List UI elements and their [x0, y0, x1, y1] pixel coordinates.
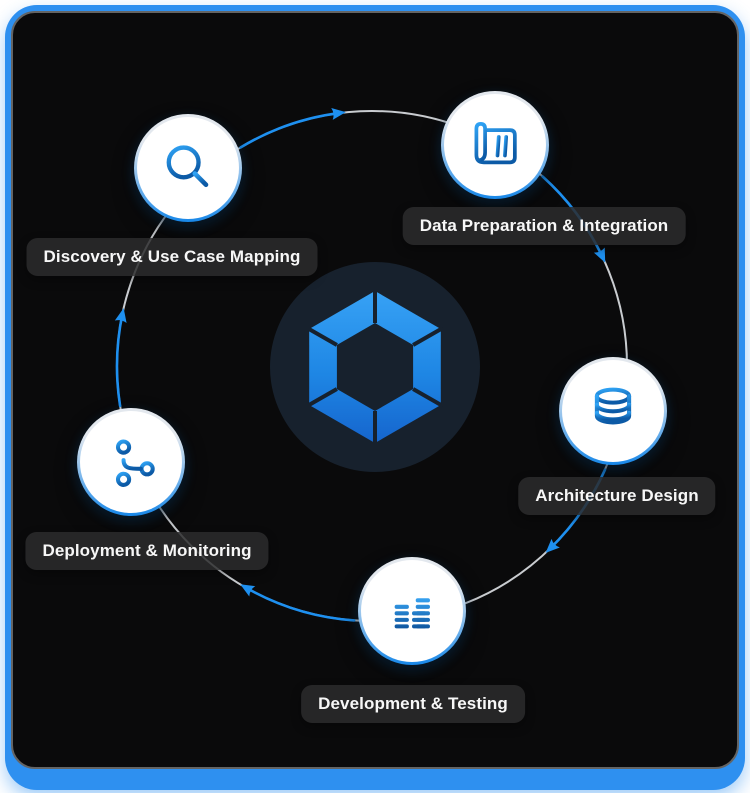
node-data-preparation — [441, 91, 549, 199]
node-deployment-monitoring — [77, 408, 185, 516]
node-architecture-design — [559, 357, 667, 465]
git-branch-icon — [115, 439, 155, 487]
blueprint-icon — [474, 122, 517, 165]
arrow-deployment-to-discovery — [114, 308, 127, 408]
label-discovery: Discovery & Use Case Mapping — [26, 238, 318, 276]
zoom-in-icon — [166, 145, 209, 188]
label-architecture-design: Architecture Design — [518, 477, 716, 515]
center-logo-circle — [270, 262, 480, 472]
node-discovery — [134, 114, 242, 222]
equalizer-bars-icon — [394, 598, 430, 629]
label-deployment-monitoring: Deployment & Monitoring — [25, 532, 269, 570]
label-data-preparation: Data Preparation & Integration — [402, 207, 686, 245]
arrow-development-to-deployment — [240, 584, 356, 622]
node-development-testing — [358, 557, 466, 665]
database-icon — [594, 387, 632, 425]
hexagon-gem-logo-icon — [306, 289, 444, 445]
arrow-discovery-to-dataprep — [239, 107, 346, 149]
label-development-testing: Development & Testing — [301, 685, 525, 723]
